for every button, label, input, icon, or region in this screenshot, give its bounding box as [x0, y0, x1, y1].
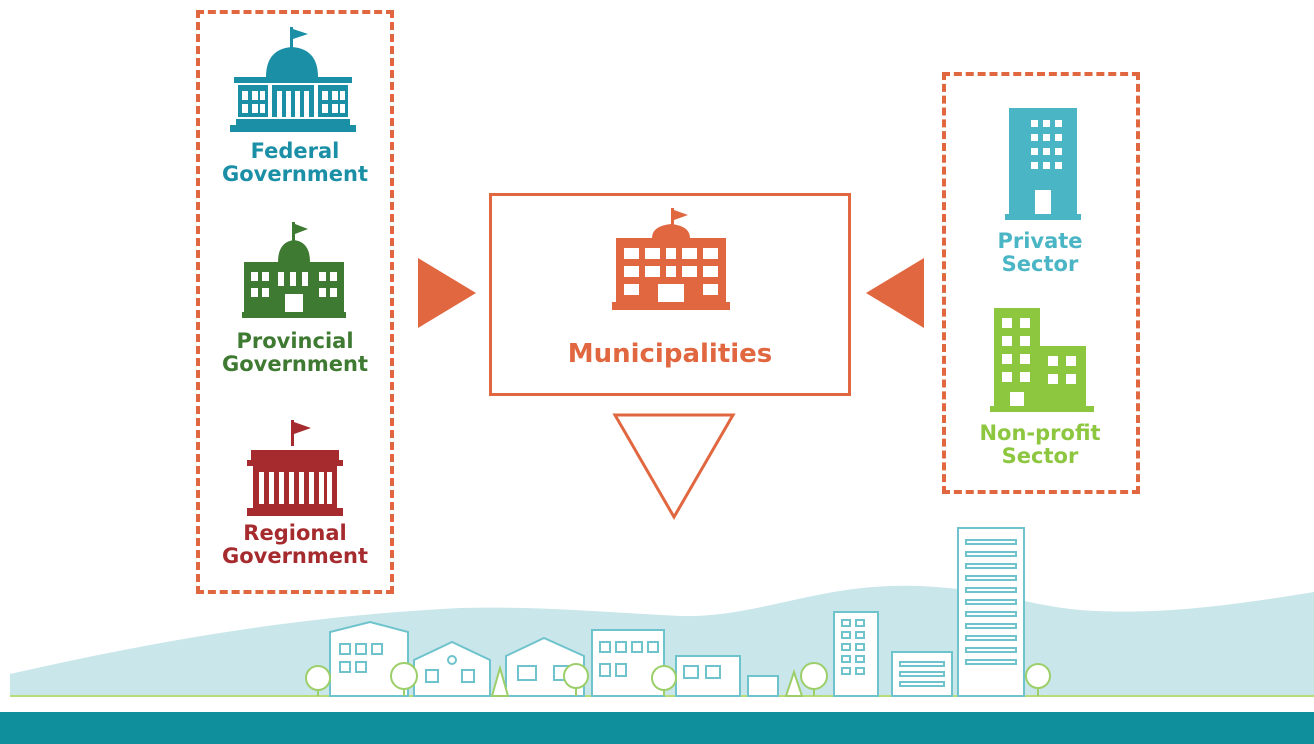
regional-line1: Regional — [243, 521, 347, 545]
skyline-buildings — [329, 527, 1025, 697]
private-line1: Private — [997, 229, 1083, 253]
right-pointing-arrow-icon — [418, 258, 476, 328]
provincial-line1: Provincial — [236, 329, 354, 353]
trees — [305, 662, 1051, 697]
municipalities-box — [489, 193, 851, 396]
down-pointing-triangle-icon — [612, 413, 736, 520]
hills-skyline-illustration — [10, 527, 1314, 697]
private-sector-label: Private Sector — [950, 229, 1130, 277]
federal-line2: Government — [221, 162, 368, 187]
left-pointing-arrow-icon — [866, 258, 924, 328]
apartment-buildings-icon — [990, 308, 1094, 412]
nonprofit-sector-label: Non-profit Sector — [950, 421, 1130, 469]
sector-group-box — [942, 72, 1140, 494]
nonprofit-line1: Non-profit — [979, 421, 1101, 445]
capitol-dome-icon — [230, 27, 356, 132]
legislature-building-icon — [242, 222, 346, 318]
nonprofit-line2: Sector — [1001, 444, 1079, 469]
provincial-line2: Government — [221, 352, 368, 377]
federal-government-label: Federal Government — [205, 139, 385, 187]
regional-government-label: Regional Government — [205, 521, 385, 569]
regional-line2: Government — [221, 544, 368, 569]
federal-line1: Federal — [250, 139, 340, 163]
city-hall-icon — [612, 208, 730, 310]
columned-building-icon — [247, 420, 343, 516]
provincial-government-label: Provincial Government — [205, 329, 385, 377]
municipalities-label: Municipalities — [567, 339, 773, 369]
government-group-box — [196, 10, 394, 594]
footer-band — [0, 712, 1314, 744]
private-line2: Sector — [1001, 252, 1079, 277]
office-tower-icon — [1005, 108, 1081, 220]
